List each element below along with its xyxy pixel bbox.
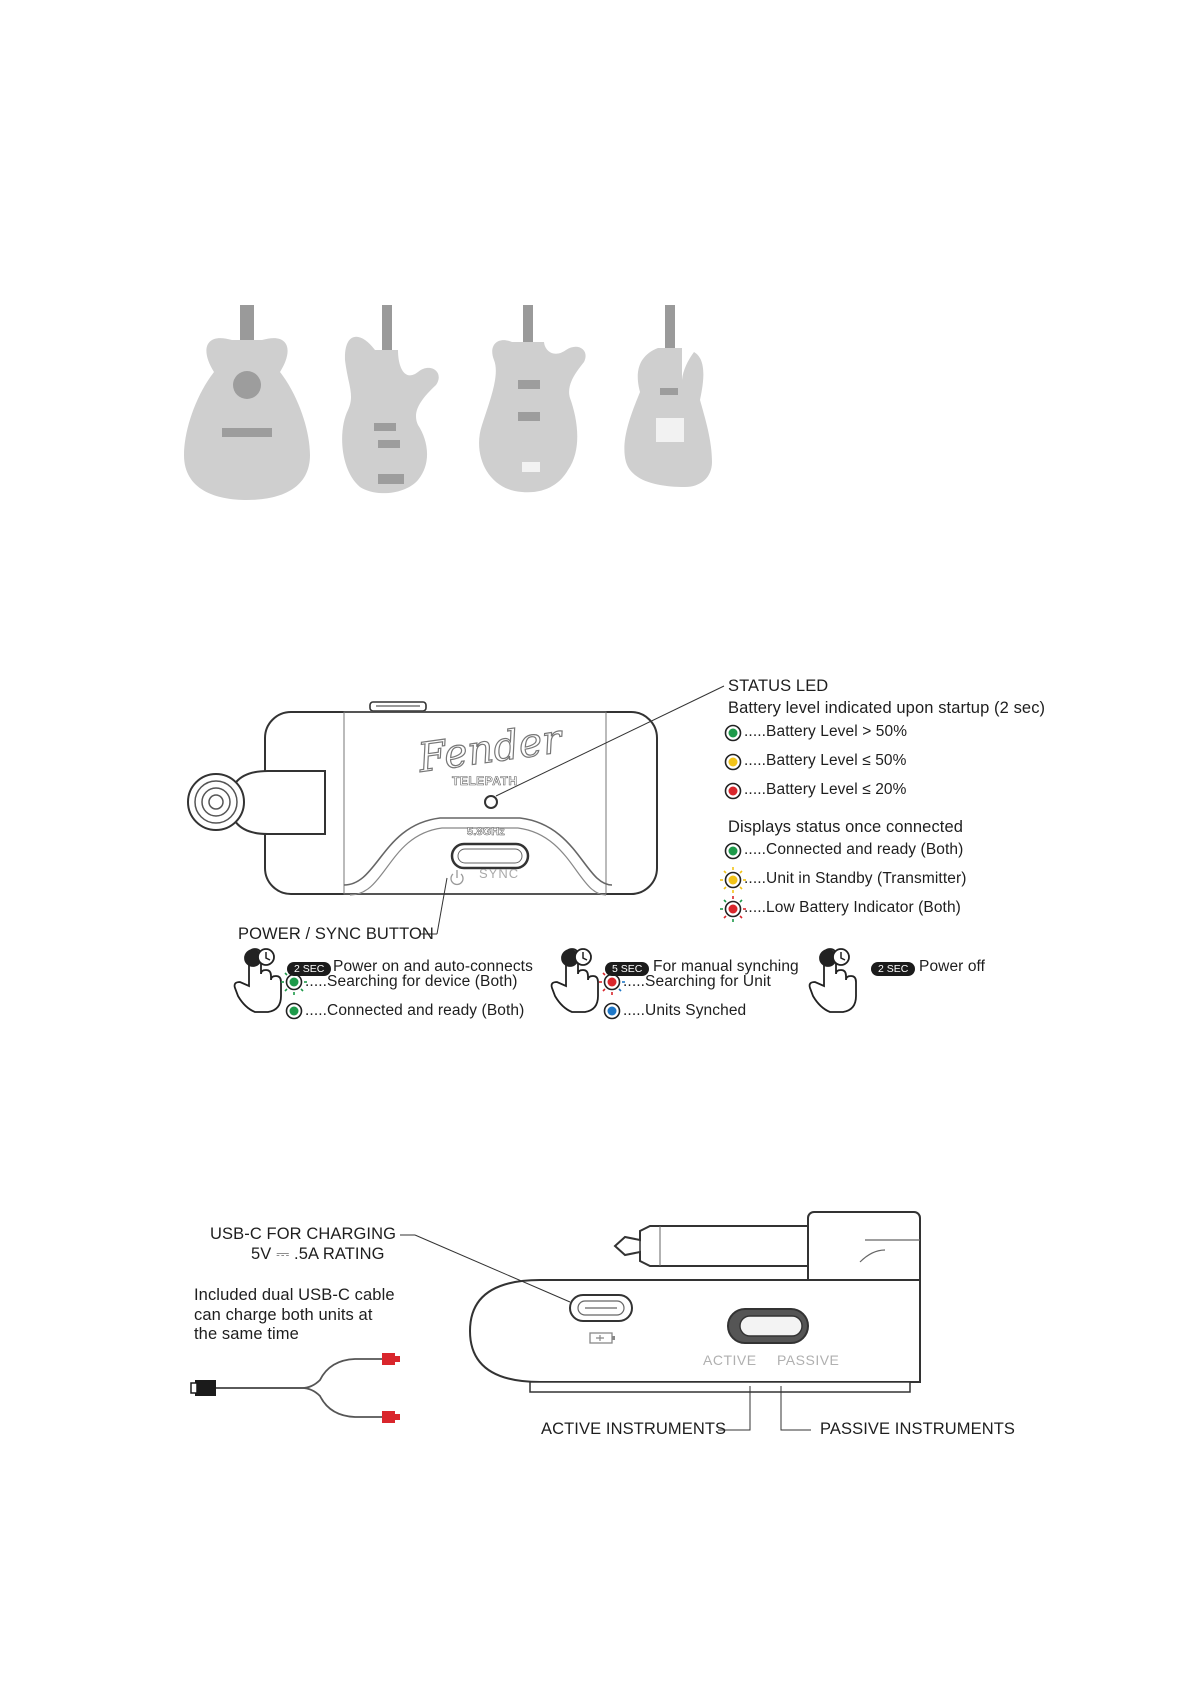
startup-caption: Battery level indicated upon startup (2 … [728,699,1046,717]
cable-note-line: can charge both units at [194,1306,373,1324]
duration-badge: 5 SEC [605,962,650,976]
battery-charging-icon [589,1332,615,1344]
offset-guitar-icon [479,305,586,493]
usb-c-label: USB-C FOR CHARGING [210,1225,397,1243]
led-dot-green [724,724,742,742]
usb-rating-label: 5V ⎓ .5A RATING [251,1245,385,1263]
power-sync-button-shape [450,842,530,870]
action-item: .....Connected and ready (Both) [305,1002,525,1019]
led-dot-green [724,842,742,860]
connected-item: .....Connected and ready (Both) [744,841,964,858]
startup-item: .....Battery Level ≤ 20% [744,781,907,798]
bass-guitar-icon [342,305,439,494]
sync-label: SYNC [479,866,520,881]
duration-badge: 2 SEC [287,962,332,976]
connected-caption: Displays status once connected [728,818,964,836]
passive-instruments-label: PASSIVE INSTRUMENTS [820,1420,1016,1438]
cable-note-line: the same time [194,1325,299,1343]
power-sync-button-label: POWER / SYNC BUTTON [238,925,434,943]
action-item: .....Searching for device (Both) [305,973,518,990]
usb-c-port-icon [569,1294,633,1322]
press-hold-hand-icon [550,948,599,1013]
switch-passive-label: PASSIVE [777,1352,840,1368]
status-led-title: STATUS LED [728,677,829,695]
action-item: .....Units Synched [623,1002,747,1019]
cable-note-line: Included dual USB-C cable [194,1286,395,1304]
band-label: 5.8GHz [467,826,505,839]
press-hold-hand-icon [233,948,282,1013]
action-label: For manual synching [653,958,799,975]
dual-usb-c-cable-icon [190,1353,400,1423]
led-dot-red [724,782,742,800]
active-passive-switch [727,1308,809,1344]
led-blinking-yellow-icon [720,867,746,893]
model-name: TELEPATH [452,774,518,789]
led-blinking-red-blue-icon [599,969,625,995]
action-item: .....Searching for Unit [623,973,771,990]
led-dot-yellow [724,753,742,771]
switch-active-label: ACTIVE [703,1352,757,1368]
status-led-icon [484,795,498,809]
action-label: Power on and auto-connects [333,958,533,975]
telecaster-guitar-icon [624,305,712,487]
acoustic-guitar-icon [184,305,310,500]
startup-item: .....Battery Level > 50% [744,723,908,740]
press-hold-hand-icon [808,948,857,1013]
led-dot-blue [603,1002,621,1020]
connected-item: .....Low Battery Indicator (Both) [744,899,961,916]
led-blinking-red-green-icon [720,896,746,922]
active-instruments-label: ACTIVE INSTRUMENTS [541,1420,727,1438]
action-label: Power off [919,958,986,975]
led-dot-green [285,1002,303,1020]
connected-item: .....Unit in Standby (Transmitter) [744,870,967,887]
duration-badge: 2 SEC [871,962,916,976]
led-blinking-green-icon [281,969,307,995]
input-jack-icon [187,773,245,831]
startup-item: .....Battery Level ≤ 50% [744,752,907,769]
power-icon [450,870,464,886]
